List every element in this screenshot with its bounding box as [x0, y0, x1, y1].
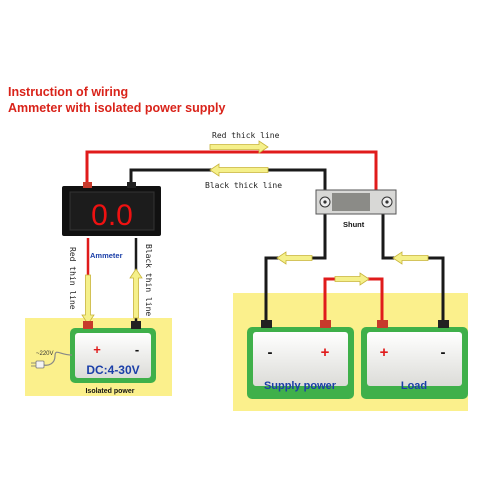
- shunt-device: [315, 189, 397, 215]
- ammeter-label: Ammeter: [90, 251, 123, 260]
- arrow-right-supply-load: [334, 272, 370, 286]
- ammeter-device: 0.0: [62, 182, 161, 236]
- isolated-power-label: Isolated power: [85, 388, 134, 395]
- black-thick-label: Black thick line: [205, 181, 282, 190]
- load-label: Load: [401, 380, 427, 392]
- isolated-power-battery: [70, 321, 156, 383]
- red-thin-label: Red thin line: [68, 247, 77, 310]
- diagram-title: Instruction of wiring: [8, 85, 128, 99]
- ac-input-label: ~220V: [36, 351, 54, 357]
- load-plus: +: [380, 344, 389, 361]
- arrow-left-black-thick: [209, 163, 269, 177]
- ammeter-display: 0.0: [91, 199, 133, 232]
- dc-range-label: DC:4-30V: [86, 363, 139, 377]
- supply-power-battery: [247, 320, 354, 399]
- red-thick-label: Red thick line: [212, 131, 280, 140]
- arrow-down-red-thin: [81, 274, 95, 325]
- black-thin-label: Black thin line: [144, 244, 153, 316]
- diagram-subtitle: Ammeter with isolated power supply: [8, 101, 225, 115]
- shunt-label: Shunt: [343, 220, 365, 229]
- ac-cable: [43, 351, 73, 366]
- arrow-left-load: [392, 251, 429, 265]
- plug-icon: [31, 360, 45, 369]
- arrow-left-supply: [276, 251, 313, 265]
- load-battery: [361, 320, 468, 399]
- load-minus: -: [441, 344, 446, 361]
- isolated-plus: +: [93, 342, 101, 357]
- supply-power-label: Supply power: [264, 380, 337, 392]
- supply-plus: +: [321, 344, 330, 361]
- supply-minus: -: [268, 344, 273, 361]
- arrow-up-black-thin: [129, 268, 143, 319]
- red-thick-wire: [85, 150, 378, 191]
- isolated-minus: -: [135, 342, 139, 357]
- arrow-right-red-thick: [209, 140, 269, 154]
